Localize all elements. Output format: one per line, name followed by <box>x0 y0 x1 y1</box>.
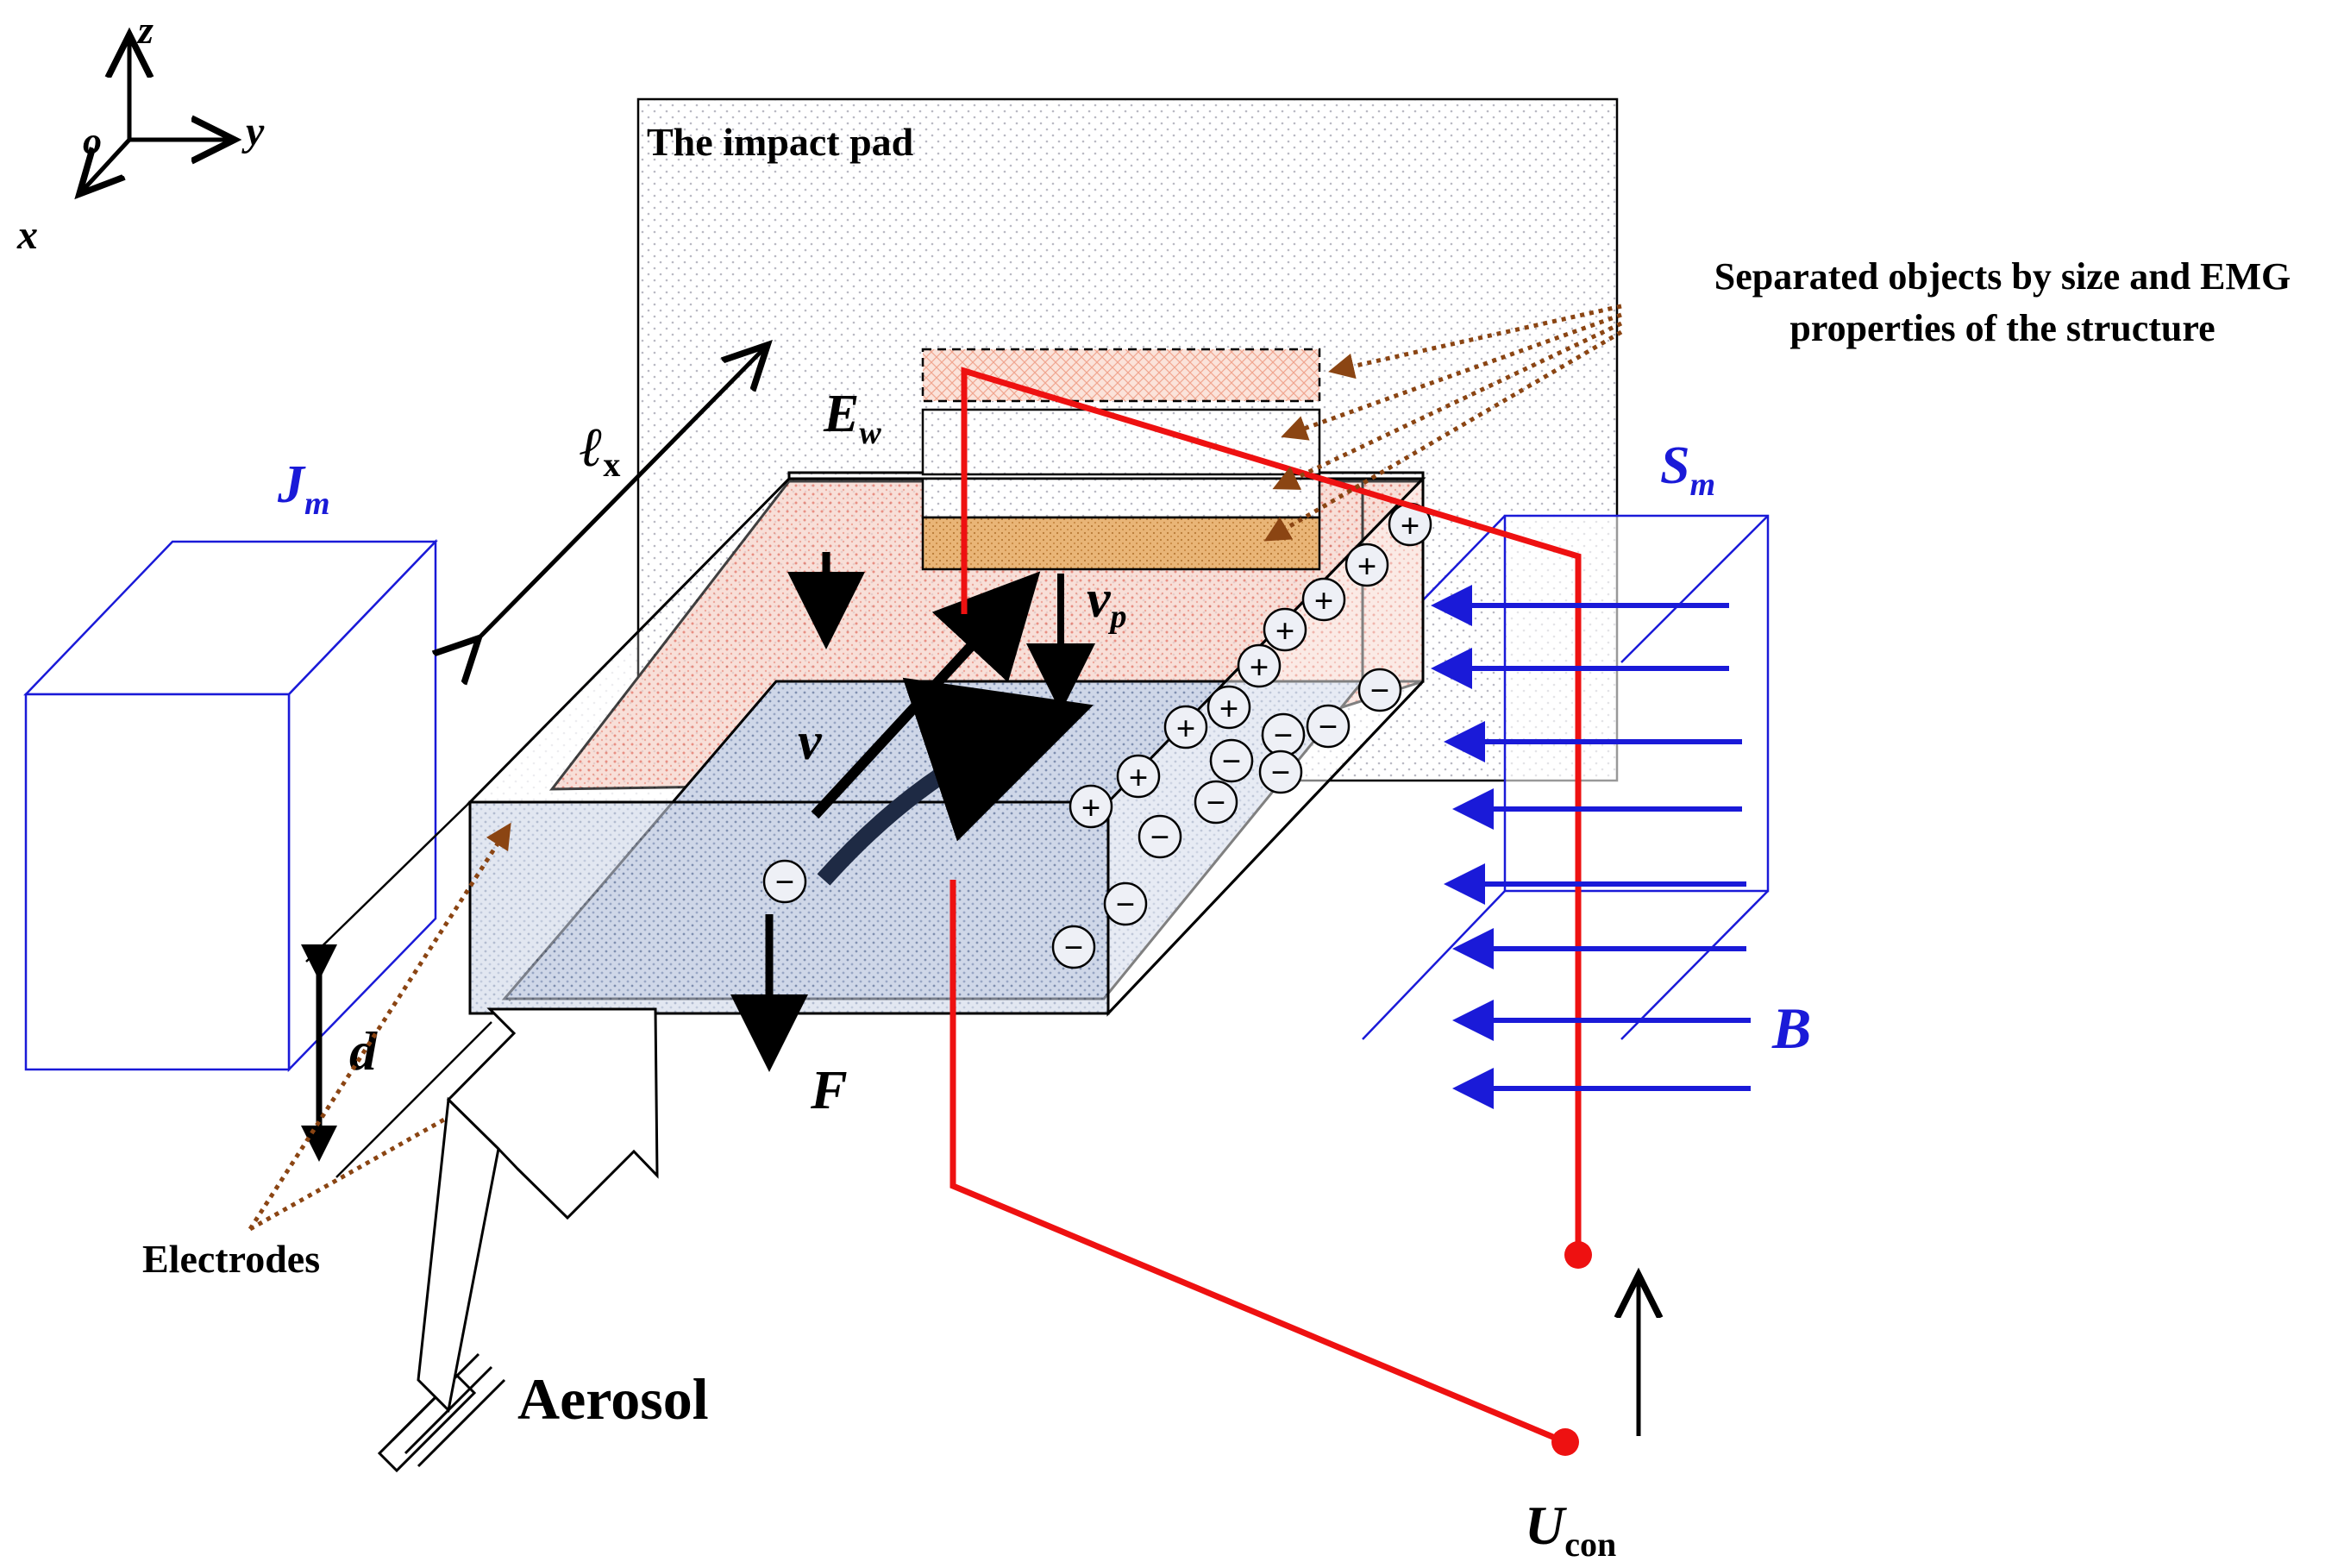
charge-minus: − <box>1306 704 1351 749</box>
x-axis-label: x <box>16 212 38 258</box>
electrode-lines <box>305 801 492 1178</box>
aerosol-label: Aerosol <box>517 1366 709 1432</box>
vp-label: vp <box>1087 570 1127 635</box>
svg-text:+: + <box>1357 547 1377 586</box>
magnetic-field-arrows <box>1431 585 1751 1109</box>
svg-text:−: − <box>1222 742 1242 781</box>
coordinate-axes <box>79 34 235 194</box>
particle-trajectory-arrow <box>817 677 1094 886</box>
y-axis-label: y <box>241 109 265 154</box>
separated-objects-label-line2: properties of the structure <box>1789 307 2215 349</box>
charge-plus: + <box>1344 543 1389 587</box>
svg-text:−: − <box>1319 707 1338 746</box>
charge-plus: + <box>1388 502 1432 547</box>
charge-plus: + <box>1163 705 1208 750</box>
svg-text:+: + <box>1176 709 1196 748</box>
svg-text:+: + <box>1314 581 1334 620</box>
svg-text:−: − <box>1064 928 1084 967</box>
svg-text:−: − <box>775 862 795 901</box>
svg-text:−: − <box>1116 885 1136 924</box>
charge-minus: − <box>1103 881 1148 926</box>
electrodes-label: Electrodes <box>142 1237 320 1281</box>
charge-minus: − <box>1209 738 1254 783</box>
electrodes-pointers <box>248 822 591 1232</box>
svg-text:−: − <box>1271 753 1291 792</box>
separated-objects-label-line1: Separated objects by size and EMG <box>1714 255 2291 298</box>
charge-plus: + <box>1116 754 1161 799</box>
svg-text:+: + <box>1129 758 1149 797</box>
charge-plus: + <box>1263 607 1307 652</box>
svg-text:−: − <box>1206 783 1226 822</box>
charge-plus: + <box>1069 784 1113 829</box>
b-label: B <box>1771 995 1811 1061</box>
charge-plus: + <box>1237 643 1282 688</box>
v-label: v <box>798 712 823 771</box>
svg-text:−: − <box>1150 818 1170 856</box>
separated-layers <box>921 348 1321 571</box>
z-axis-label: z <box>136 8 154 52</box>
lx-dimension <box>479 345 768 638</box>
lx-label: ℓx <box>580 417 620 484</box>
sm-label: Sm <box>1660 436 1715 503</box>
aerosol-arrow <box>377 1007 659 1473</box>
ucon-label: Ucon <box>1525 1495 1616 1564</box>
charge-minus: − <box>1138 814 1182 859</box>
jm-label: Jm <box>277 455 330 522</box>
svg-text:−: − <box>1274 716 1294 755</box>
svg-text:−: − <box>1370 671 1390 710</box>
origin-label: o <box>83 120 102 162</box>
impact-pad-label: The impact pad <box>647 120 914 164</box>
ew-label: Ew <box>823 385 881 451</box>
magnet-sm <box>1362 514 1770 1040</box>
charges: − − − − − − − − − − + + + + + + + + + <box>762 502 1432 969</box>
svg-text:+: + <box>1219 689 1239 728</box>
charge-minus: − <box>1357 668 1402 712</box>
charge-minus: − <box>1194 780 1238 825</box>
terminal-top <box>1564 1241 1592 1269</box>
f-label: F <box>810 1059 848 1120</box>
charge-minus: − <box>1051 925 1096 969</box>
svg-text:+: + <box>1275 612 1295 650</box>
control-circuit <box>950 367 1582 1446</box>
charge-minus: − <box>1261 712 1306 757</box>
terminal-bottom <box>1551 1428 1579 1456</box>
svg-text:+: + <box>1250 648 1269 687</box>
magnet-jm <box>23 538 438 1073</box>
charge-plus: + <box>1301 577 1346 622</box>
svg-text:+: + <box>1401 506 1420 545</box>
separated-objects-pointers <box>1263 304 1623 542</box>
charge-plus: + <box>1206 685 1251 730</box>
svg-text:+: + <box>1081 788 1101 827</box>
charge-minus: − <box>1258 750 1303 794</box>
charge-minus: − <box>762 859 807 904</box>
